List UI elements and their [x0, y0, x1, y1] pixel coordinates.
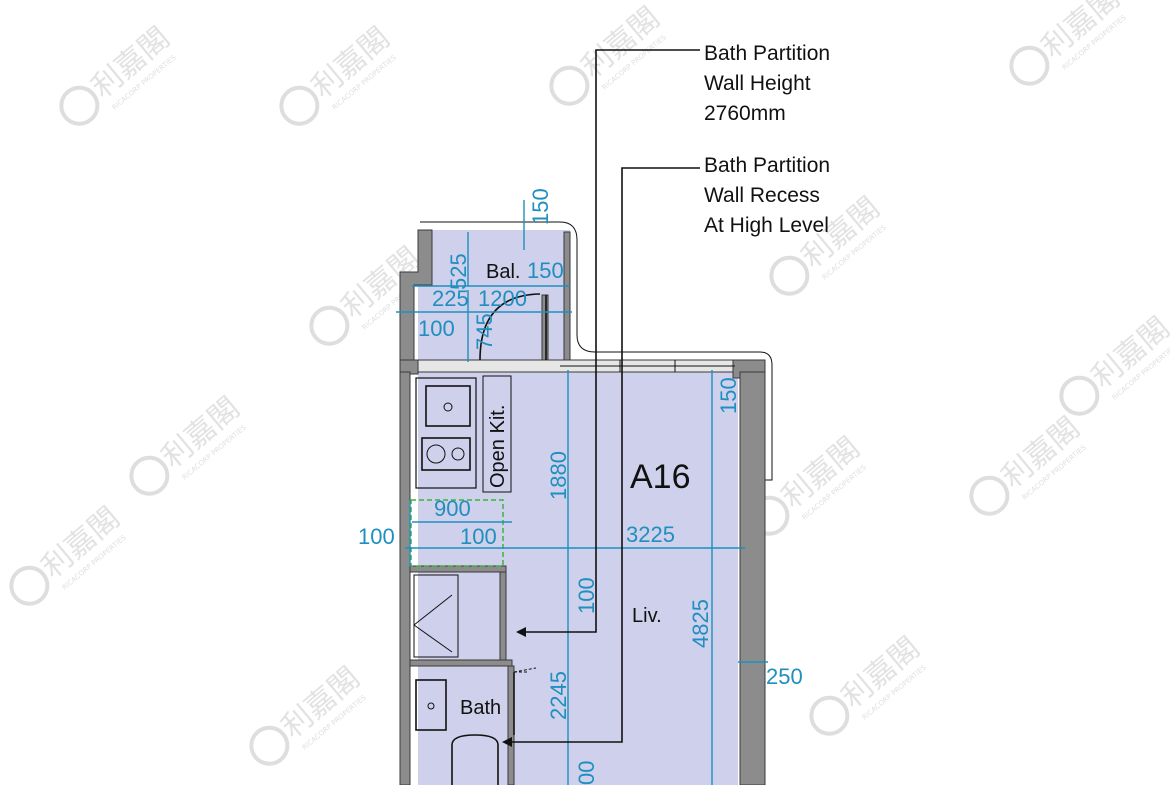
- dim-1880: 1880: [546, 451, 571, 500]
- walls: [399, 221, 773, 786]
- storage-fixture: [413, 574, 459, 658]
- watermark-ring: [549, 65, 590, 106]
- dim-225: 225: [432, 286, 469, 311]
- room-label-kitchen: Open Kit.: [487, 405, 509, 488]
- leader-partition-height-arrow: [516, 627, 526, 637]
- balcony-outline: [420, 221, 773, 481]
- dim-00: 00: [574, 761, 599, 785]
- dim-1200: 1200: [478, 286, 527, 311]
- watermark-ring: [969, 475, 1010, 516]
- basin-drain: [427, 702, 435, 710]
- balcony-stub-wall: [541, 294, 549, 361]
- toilet: [451, 734, 499, 785]
- storage-diag-1: [413, 594, 453, 626]
- room-fills: [418, 230, 738, 785]
- sink: [425, 385, 471, 427]
- leader-partition-recess: [508, 167, 700, 743]
- room-label-bath: Bath: [460, 697, 501, 719]
- balcony-door-swing: [479, 293, 541, 361]
- watermark-ring: [809, 695, 850, 736]
- right-wall: [739, 371, 766, 786]
- basin: [415, 679, 447, 731]
- dim-100-b: 100: [460, 524, 497, 549]
- callout-recess-line-3: At High Level: [704, 214, 829, 237]
- hob-burner-2: [451, 447, 465, 461]
- left-wall: [399, 371, 411, 786]
- storage-top-wall: [409, 565, 507, 573]
- hob-burner-1: [426, 444, 446, 464]
- dimension-lines: [396, 200, 768, 785]
- leader-partition-recess-arrow: [502, 737, 512, 747]
- room-label-balcony: Bal.: [486, 261, 520, 283]
- watermark-ring: [9, 565, 50, 606]
- dim-900: 900: [434, 496, 471, 521]
- kitchen-label-box: [482, 375, 512, 493]
- callout-height-line-3: 2760mm: [704, 102, 786, 125]
- watermark-ring: [1009, 45, 1050, 86]
- callout-leaders: [502, 49, 700, 747]
- watermark-ring: [1059, 375, 1100, 416]
- leader-partition-height: [522, 49, 700, 633]
- dim-3225: 3225: [626, 522, 675, 547]
- bath-door-swing: [513, 667, 537, 673]
- dim-100-a: 100: [358, 524, 395, 549]
- watermark-ring: [769, 255, 810, 296]
- dim-150-right: 150: [716, 377, 741, 414]
- hob: [421, 437, 471, 471]
- dim-150-top: 150: [528, 188, 553, 225]
- watermark-ring: [129, 455, 170, 496]
- watermark-ring: [59, 85, 100, 126]
- watermark-ring: [249, 725, 290, 766]
- dim-2245: 2245: [546, 671, 571, 720]
- kitchen-fixtures: [410, 375, 512, 567]
- dim-250: 250: [766, 664, 803, 689]
- storage-cabinet: [413, 574, 459, 658]
- room-label-living: Liv.: [632, 605, 662, 627]
- callout-height-line-1: Bath Partition: [704, 42, 830, 65]
- dim-100-v: 100: [574, 577, 599, 614]
- storage-diag-2: [413, 624, 453, 653]
- bath-partition-top: [409, 659, 513, 667]
- sink-drain: [443, 402, 453, 412]
- watermark-ring: [309, 305, 350, 346]
- dim-150-bal: 150: [527, 258, 564, 283]
- bath-partition-right: [507, 665, 515, 786]
- dim-4825: 4825: [688, 599, 713, 648]
- callout-recess-line-1: Bath Partition: [704, 154, 830, 177]
- dim-745: 745: [472, 313, 497, 350]
- kitchen-counter: [415, 377, 477, 489]
- balcony-right-wall: [563, 231, 571, 363]
- dim-525: 525: [446, 253, 471, 290]
- windows: [560, 360, 735, 372]
- bath-fixtures: [415, 667, 537, 785]
- callout-recess-line-2: Wall Recess: [704, 184, 820, 207]
- kitchen-zone: [410, 499, 504, 567]
- watermark-ring: [279, 85, 320, 126]
- balcony-fill: [418, 230, 570, 360]
- storage-right-wall: [499, 569, 507, 661]
- dim-100-left: 100: [418, 316, 455, 341]
- callout-height-line-2: Wall Height: [704, 72, 811, 95]
- unit-name: A16: [630, 458, 691, 496]
- main-room-fill: [418, 365, 738, 785]
